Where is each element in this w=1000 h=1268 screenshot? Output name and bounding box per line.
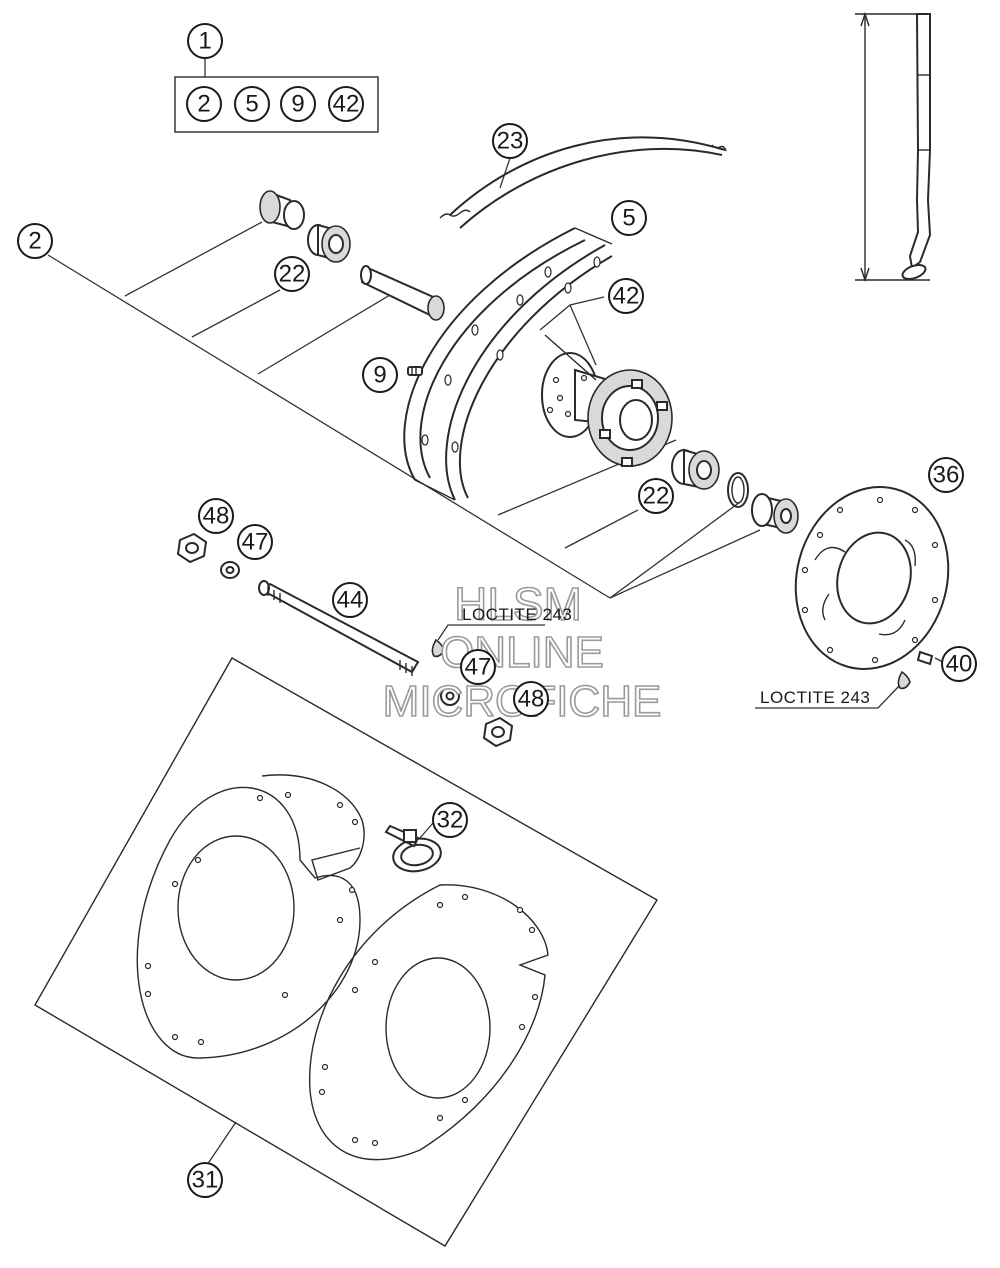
spoke-length-diagram <box>855 11 932 283</box>
svg-text:9: 9 <box>373 362 386 389</box>
spacer-left <box>259 190 305 230</box>
svg-text:22: 22 <box>643 483 670 510</box>
circlip <box>727 472 749 508</box>
loctite-disc-label: LOCTITE 243 <box>760 688 870 707</box>
svg-text:31: 31 <box>192 1167 219 1194</box>
washer-right <box>440 686 460 706</box>
callouts: 1 2 5 9 42 23 2 22 5 42 9 <box>17 23 977 1198</box>
svg-text:48: 48 <box>203 503 230 530</box>
svg-text:5: 5 <box>622 205 635 232</box>
spacer-tube <box>360 265 445 321</box>
screw <box>407 366 423 376</box>
callout-disc-screw[interactable]: 40 <box>941 646 977 682</box>
svg-text:48: 48 <box>518 686 545 713</box>
svg-text:42: 42 <box>613 283 640 310</box>
callout-kit-5[interactable]: 5 <box>234 86 270 122</box>
callout-washer-left[interactable]: 47 <box>237 524 273 560</box>
svg-text:32: 32 <box>437 807 464 834</box>
callout-nut-left[interactable]: 48 <box>198 498 234 534</box>
watermark: HLSM ONLINE MICROFICHE <box>382 577 662 727</box>
callout-nut-right[interactable]: 48 <box>513 681 549 717</box>
svg-text:2: 2 <box>197 91 210 118</box>
cable-tie <box>384 824 442 873</box>
rim-holes <box>421 256 601 453</box>
leader-lines <box>47 57 946 1169</box>
svg-text:2: 2 <box>28 228 41 255</box>
callout-spokes[interactable]: 42 <box>608 278 644 314</box>
washer-left <box>220 561 240 579</box>
callout-disc-cover[interactable]: 31 <box>187 1162 223 1198</box>
svg-text:1: 1 <box>198 28 211 55</box>
nut-right <box>482 716 514 748</box>
svg-text:5: 5 <box>245 91 258 118</box>
callout-cable-tie[interactable]: 32 <box>432 802 468 838</box>
callout-rim[interactable]: 5 <box>611 200 647 236</box>
bearing-right <box>671 448 720 490</box>
svg-text:40: 40 <box>946 651 973 678</box>
callout-disc[interactable]: 36 <box>928 457 964 493</box>
kit-box <box>174 76 379 133</box>
disc-cover-sheet <box>34 657 658 1247</box>
loctite-labels: LOCTITE 243 LOCTITE 243 <box>462 605 870 707</box>
svg-text:47: 47 <box>242 529 269 556</box>
template-holes <box>144 791 539 1147</box>
brake-disc <box>794 486 950 670</box>
svg-text:22: 22 <box>279 261 306 288</box>
bearing-left <box>307 223 351 263</box>
callout-screw[interactable]: 9 <box>362 357 398 393</box>
callout-bearing-right[interactable]: 22 <box>638 478 674 514</box>
loctite-axle-label: LOCTITE 243 <box>462 605 572 624</box>
wheel-parts <box>34 11 950 1247</box>
callout-rim-tape[interactable]: 23 <box>492 123 528 159</box>
axle <box>258 580 445 676</box>
disc-screw <box>897 650 934 690</box>
rim-tape <box>439 136 727 229</box>
callout-bearing-left[interactable]: 22 <box>274 256 310 292</box>
svg-text:36: 36 <box>933 462 960 489</box>
svg-text:44: 44 <box>337 587 364 614</box>
rim <box>403 227 613 501</box>
callout-kit-42[interactable]: 42 <box>328 86 364 122</box>
watermark-line1: HLSM <box>454 578 582 630</box>
svg-text:23: 23 <box>497 128 524 155</box>
svg-text:42: 42 <box>333 91 360 118</box>
callout-kit-9[interactable]: 9 <box>280 86 316 122</box>
svg-text:9: 9 <box>291 91 304 118</box>
spacer-right <box>751 493 799 534</box>
hub <box>541 334 673 467</box>
callout-washer-right[interactable]: 47 <box>460 649 496 685</box>
callout-kit-2[interactable]: 2 <box>186 86 222 122</box>
svg-text:47: 47 <box>465 654 492 681</box>
nut-left <box>176 532 208 564</box>
callout-axle[interactable]: 44 <box>332 582 368 618</box>
callout-spacer-left[interactable]: 2 <box>17 223 53 259</box>
callout-kit[interactable]: 1 <box>187 23 223 59</box>
